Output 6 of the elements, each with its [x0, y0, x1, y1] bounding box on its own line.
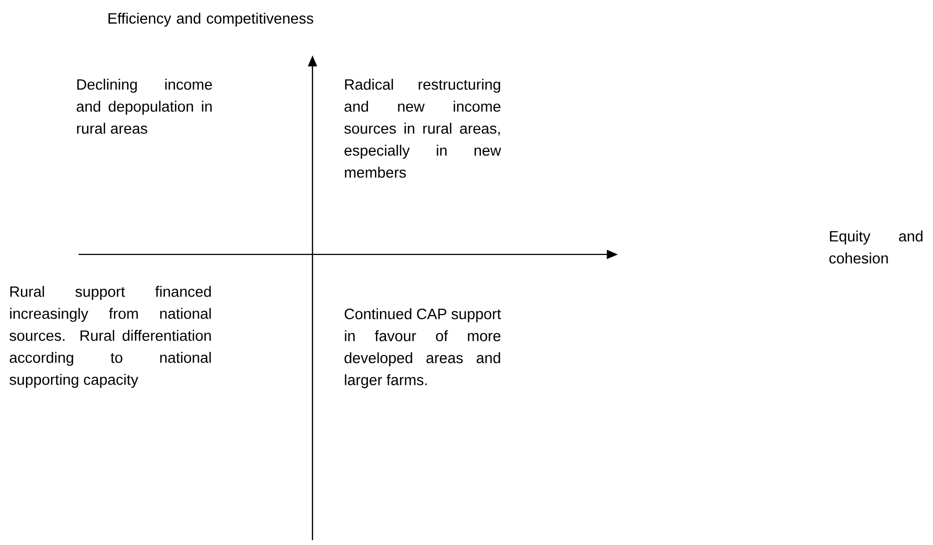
- axis-label: Equity and cohesion: [829, 230, 922, 264]
- quadrant-text: Rural support financed increasingly from national sources. Rural differentiation according to national supporting capacity: [10, 286, 211, 388]
- quadrant-text: Radical restructuring and new income sources in rural areas, especially in new members: [344, 78, 502, 178]
- axis-label: Efficiency and competitiveness: [108, 12, 314, 27]
- quadrant-text: Continued CAP support in favour of more developed areas and larger farms.: [344, 308, 501, 388]
- quadrant-text: Declining income and depopulation in rural areas: [76, 78, 212, 134]
